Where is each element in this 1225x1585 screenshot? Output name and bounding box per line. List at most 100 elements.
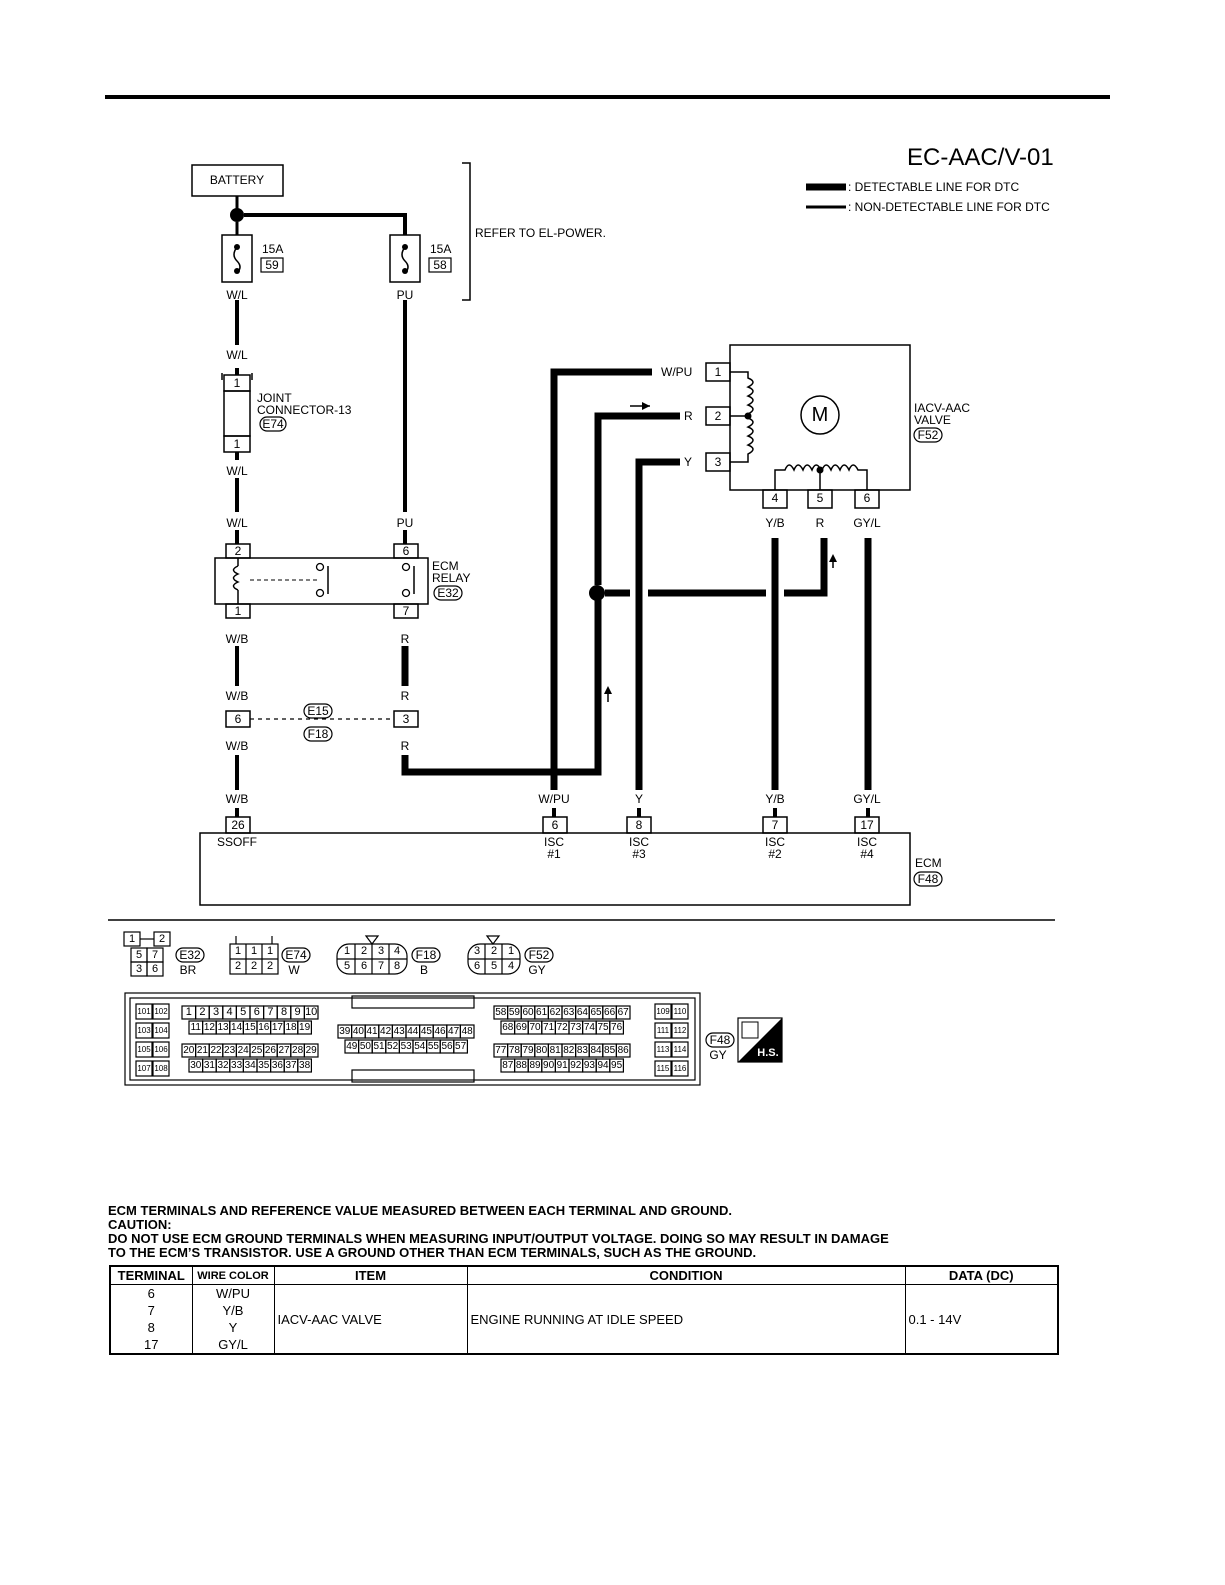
- legend-detectable: : DETECTABLE LINE FOR DTC: [848, 180, 1020, 194]
- connector-code: E32: [179, 948, 201, 962]
- table-cell: 6: [109, 1284, 193, 1302]
- pin-number: 1: [233, 376, 241, 390]
- terminal-function: ISC: [543, 835, 565, 849]
- connector-color: BR: [179, 963, 197, 977]
- note-line: CAUTION:: [108, 1217, 172, 1232]
- wire-color: W/B: [225, 632, 249, 646]
- pin-number: 7: [771, 818, 779, 832]
- legend-non-detectable: : NON-DETECTABLE LINE FOR DTC: [848, 200, 1050, 214]
- connector-color: GY: [528, 963, 546, 977]
- connector-code: E15: [307, 704, 329, 718]
- joint-connector-name: JOINT: [257, 391, 292, 405]
- wire-color: Y: [634, 792, 644, 806]
- wire-color: Y: [684, 455, 693, 469]
- connector-code: E32: [437, 586, 459, 600]
- terminal-function: ISC: [628, 835, 650, 849]
- connector-color: B: [419, 963, 429, 977]
- pin-number: 2: [714, 409, 722, 423]
- table-header: CONDITION: [466, 1265, 906, 1285]
- table-cell: GY/L: [191, 1336, 275, 1355]
- pin-number: 6: [863, 491, 871, 505]
- table-cell: ENGINE RUNNING AT IDLE SPEED: [466, 1284, 906, 1355]
- ecm-relay: [214, 543, 429, 619]
- terminal-function: SSOFF: [216, 835, 258, 849]
- ecm-reference-table: TERMINAL WIRE COLOR ITEM CONDITION DATA …: [109, 1265, 1059, 1355]
- pin-number: 4: [771, 491, 779, 505]
- connector-code: F52: [528, 948, 550, 962]
- wire-color: R: [400, 739, 410, 753]
- pin-number: 17: [860, 818, 874, 832]
- wire-color: W/L: [226, 348, 248, 362]
- wire-color: W/B: [225, 792, 249, 806]
- iacv-name: VALVE: [914, 413, 951, 427]
- wire-color: W/L: [226, 464, 248, 478]
- connector-f18-face: [336, 935, 408, 975]
- note-line: DO NOT USE ECM GROUND TERMINALS WHEN MEA…: [108, 1231, 889, 1246]
- wire-color: R: [400, 632, 410, 646]
- wire-color: GY/L: [853, 516, 881, 530]
- ecm-name: ECM: [915, 856, 942, 870]
- connector-code: E74: [262, 417, 284, 431]
- hs-badge-label: H.S.: [757, 1047, 779, 1059]
- table-cell: IACV-AAC VALVE: [273, 1284, 468, 1355]
- pin-number: 3: [402, 712, 410, 726]
- diagram-id: EC-AAC/V-01: [907, 144, 1054, 171]
- pin-number: 3: [714, 455, 722, 469]
- wire-color: W/PU: [661, 365, 693, 379]
- wire-color: GY/L: [853, 792, 881, 806]
- pin-number: 1: [714, 365, 722, 379]
- pin-number: 1: [234, 604, 242, 618]
- terminal-function: ISC: [764, 835, 786, 849]
- hs-badge: [737, 1017, 783, 1063]
- table-cell: W/PU: [191, 1284, 275, 1302]
- table-header: DATA (DC): [904, 1265, 1059, 1285]
- ecm-relay-name: ECM: [432, 559, 459, 573]
- fuse-rating: 15A: [430, 242, 452, 256]
- pin-number: 6: [551, 818, 559, 832]
- iacv-aac-valve: [705, 344, 911, 509]
- note-line: TO THE ECM’S TRANSISTOR. USE A GROUND OT…: [108, 1245, 757, 1260]
- wire-color: R: [815, 516, 825, 530]
- connector-f48-face: [124, 992, 701, 1086]
- pin-number: 26: [231, 818, 245, 832]
- iacv-name: IACV-AAC: [914, 401, 971, 415]
- terminal-function: #3: [632, 847, 646, 861]
- pin-number: 7: [402, 604, 410, 618]
- connector-code: F48: [709, 1033, 731, 1047]
- connector-code: F18: [415, 948, 437, 962]
- joint-connector-name: CONNECTOR-13: [257, 403, 352, 417]
- wire-color: Y/B: [765, 516, 785, 530]
- fuse-number: 58: [433, 258, 447, 272]
- fuse-number: 59: [265, 258, 279, 272]
- pin-number: 8: [635, 818, 643, 832]
- terminal-function: #1: [547, 847, 561, 861]
- battery-label: BATTERY: [209, 173, 265, 187]
- table-cell: 0.1 - 14V: [904, 1284, 1059, 1355]
- wire-color: R: [684, 409, 693, 423]
- connector-e74-face: [229, 936, 279, 975]
- fuse-rating: 15A: [262, 242, 284, 256]
- table-header: ITEM: [273, 1265, 468, 1285]
- splice-point: [230, 208, 244, 222]
- wire-color: R: [400, 689, 410, 703]
- connector-code: F52: [917, 428, 939, 442]
- wire-color: W/B: [225, 689, 249, 703]
- table-cell: Y: [191, 1319, 275, 1336]
- connector-code: F18: [307, 727, 329, 741]
- pin-number: 6: [402, 544, 410, 558]
- connector-code: E74: [285, 948, 307, 962]
- connector-e32-face: [123, 931, 171, 977]
- pin-number: 2: [234, 544, 242, 558]
- note-line: ECM TERMINALS AND REFERENCE VALUE MEASUR…: [108, 1203, 733, 1218]
- ecm-relay-name: RELAY: [432, 571, 471, 585]
- connector-color: W: [288, 963, 300, 977]
- pin-number: 5: [816, 491, 824, 505]
- table-cell: 8: [109, 1319, 193, 1336]
- wire-color: W/L: [226, 288, 248, 302]
- wire-color: PU: [396, 516, 414, 530]
- table-header: WIRE COLOR: [191, 1265, 275, 1285]
- fuse-58: [389, 234, 421, 283]
- table-cell: 17: [109, 1336, 193, 1355]
- pin-number: 6: [234, 712, 242, 726]
- wire-color: W/B: [225, 739, 249, 753]
